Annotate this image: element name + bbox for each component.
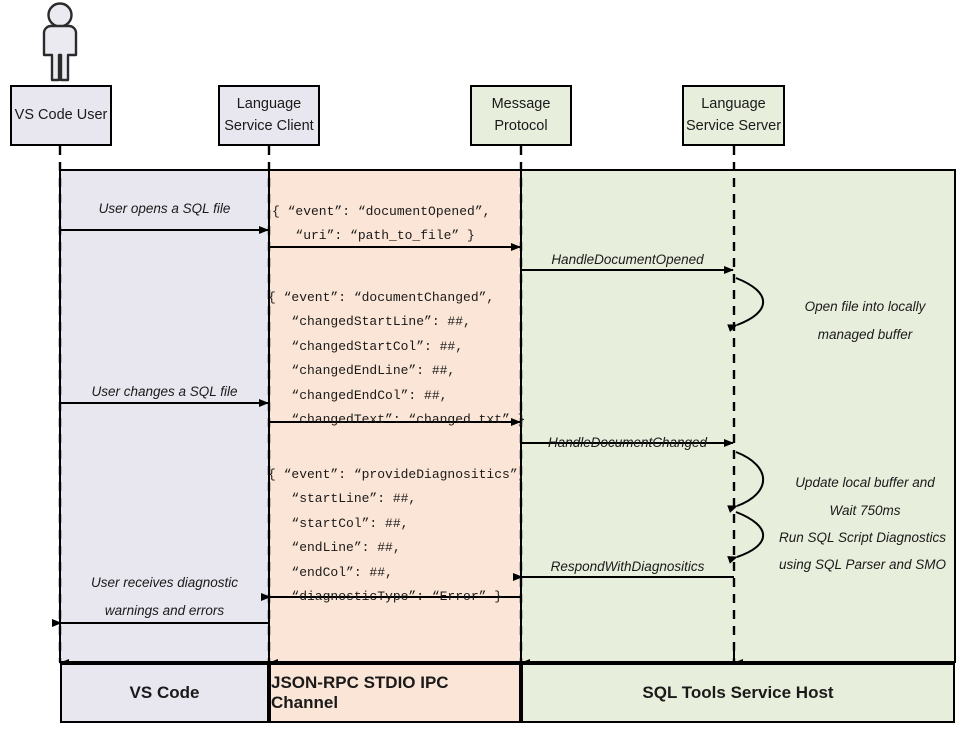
note-run-diagnostics-line1: Run SQL Script Diagnostics [778,530,947,545]
message-arrows [52,226,734,627]
note-run-diagnostics-line2: using SQL Parser and SMO [778,557,947,572]
participant-message-protocol[interactable]: Message Protocol [470,85,572,146]
participant-label-line2: Service Client [224,117,314,134]
note-update-buffer-line1: Update local buffer and [795,475,935,490]
band-backgrounds [59,169,956,663]
lifeline-terminators [59,650,743,667]
note-update-buffer-line2: Wait 750ms [829,503,901,518]
footer-json-rpc-stdio-ipc-channel: JSON-RPC STDIO IPC Channel [269,663,521,723]
self-loop-run-diagnostics [727,511,765,564]
footer-sql-tools-service-host: SQL Tools Service Host [521,663,955,723]
participant-label-line2: Protocol [494,117,548,134]
json-payload-provide-diagnositics: { “event”: “provideDiagnositics”, “start… [268,467,526,605]
json-payload-document-opened: { “event”: “documentOpened”, “uri”: “pat… [272,204,491,244]
message-label-user-opens-file: User opens a SQL file [98,201,231,216]
message-label-handle-document-changed: HandleDocumentChanged [547,435,708,450]
footer-vs-code: VS Code [60,663,269,723]
participant-label-line1: Language [236,96,302,113]
self-loop-update-buffer [727,451,764,513]
message-label-user-receives-diagnostics-line2: warnings and errors [104,603,225,618]
message-label-handle-document-opened: HandleDocumentOpened [551,252,704,267]
participant-language-service-server[interactable]: Language Service Server [682,85,785,146]
participant-label-line2: Service Server [685,117,782,134]
message-label-user-receives-diagnostics-line1: User receives diagnostic [90,575,239,590]
footer-label: JSON-RPC STDIO IPC Channel [271,673,449,712]
json-payload-document-changed: { “event”: “documentChanged”, “changedSt… [268,290,526,428]
participant-label-line1: VS Code User [14,106,108,123]
self-loop-arcs [727,277,765,564]
message-label-user-changes-file: User changes a SQL file [91,384,238,399]
footer-label: VS Code [129,683,200,702]
message-label-respond-with-diagnositics: RespondWithDiagnositics [550,559,705,574]
participant-language-service-client[interactable]: Language Service Client [218,85,320,146]
participant-label-line1: Message [491,96,551,113]
note-open-file-line2: managed buffer [817,327,913,342]
participant-label-line1: Language [701,96,766,113]
footer-label: SQL Tools Service Host [642,683,834,702]
vs-code-user-actor-icon [42,2,78,82]
participant-vs-code-user[interactable]: VS Code User [10,85,112,146]
self-loop-open-file [727,277,765,332]
note-open-file-line1: Open file into locally [804,299,926,314]
